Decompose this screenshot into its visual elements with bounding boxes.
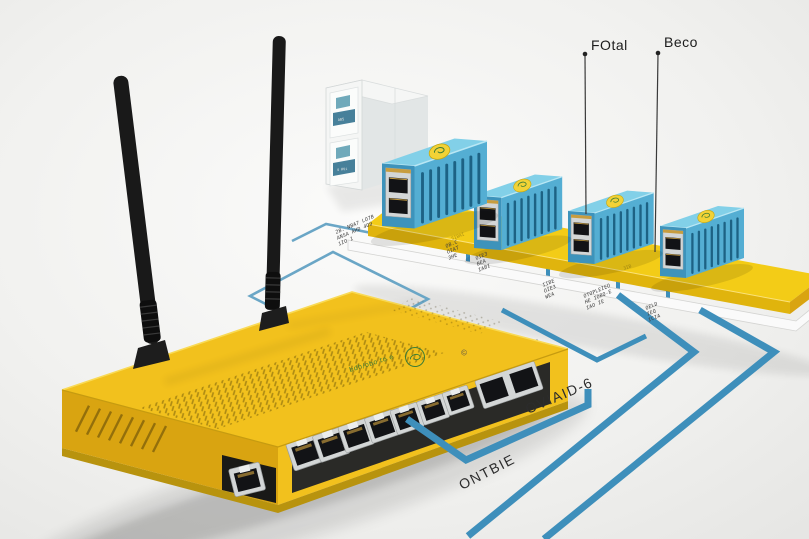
- svg-text:OB.C: OB.C: [445, 239, 458, 250]
- uplink-port-1: [479, 376, 509, 404]
- callout-dot-beco: [655, 50, 661, 56]
- svg-text:3HE: 3HE: [448, 252, 458, 262]
- svg-text:IEQ: IEQ: [646, 308, 656, 318]
- cabinet-panel-window-2: [336, 145, 350, 159]
- cabinet-display-1-text: AB5: [338, 117, 345, 122]
- callout-line-beco: [654, 53, 659, 253]
- svg-text:IABI: IABI: [478, 263, 491, 274]
- callout-label-beco: Beco: [664, 34, 698, 50]
- svg-text:OIAT: OIAT: [446, 245, 459, 256]
- micro-text-block-6: OELD IEQ ICIA: [645, 301, 661, 324]
- svg-text:OIE3: OIE3: [543, 284, 556, 295]
- callout-dot-fotal: [582, 51, 588, 57]
- router: NAIBOW VOTA UIOTI bdh/obo to e ©: [61, 291, 569, 513]
- top-vent-hatch: [140, 332, 444, 429]
- server-cabinet: AB5 4 HVi: [325, 79, 429, 191]
- router-logo-emblem-icon: [405, 347, 425, 367]
- micro-text-block-3: OIE3 BEA IABI: [475, 251, 491, 274]
- callout-line-fotal: [584, 54, 587, 215]
- svg-text:WEA: WEA: [545, 291, 555, 301]
- svg-text:OELD: OELD: [645, 301, 658, 312]
- callouts: FOtal Beco: [582, 34, 698, 253]
- svg-text:ICIA: ICIA: [648, 313, 661, 324]
- platform-stamps: 3IB SIBAI: [451, 232, 633, 272]
- cabinet-panel-window-1: [336, 95, 350, 109]
- platform-stamp-2: SIBAI: [451, 232, 466, 242]
- platform-stamp-1: 3IB: [623, 263, 633, 272]
- cabinet-display-1: [333, 109, 355, 126]
- antenna-left: [113, 75, 170, 369]
- micro-text-block-4: IIBE OIE3 WEA: [542, 278, 557, 301]
- top-vent-dots: [390, 298, 502, 334]
- left-vent-slats: [74, 405, 168, 453]
- cabinet-display-2: [333, 159, 355, 176]
- micro-text-block-2: OB.C OIAT 3HE: [445, 239, 460, 262]
- uplink-port-2: [509, 366, 539, 394]
- copyright-mark: ©: [460, 348, 468, 358]
- svg-text:IIBE: IIBE: [542, 278, 555, 289]
- cabinet-display-2-text: 4 HVi: [337, 167, 348, 172]
- network-traces-thick: [465, 292, 781, 539]
- svg-text:OIE3: OIE3: [475, 251, 488, 262]
- router-port-cable: [405, 389, 592, 465]
- svg-text:BEA: BEA: [476, 258, 486, 268]
- callout-label-fotal: FOtal: [591, 37, 628, 53]
- antenna-right: [259, 36, 289, 331]
